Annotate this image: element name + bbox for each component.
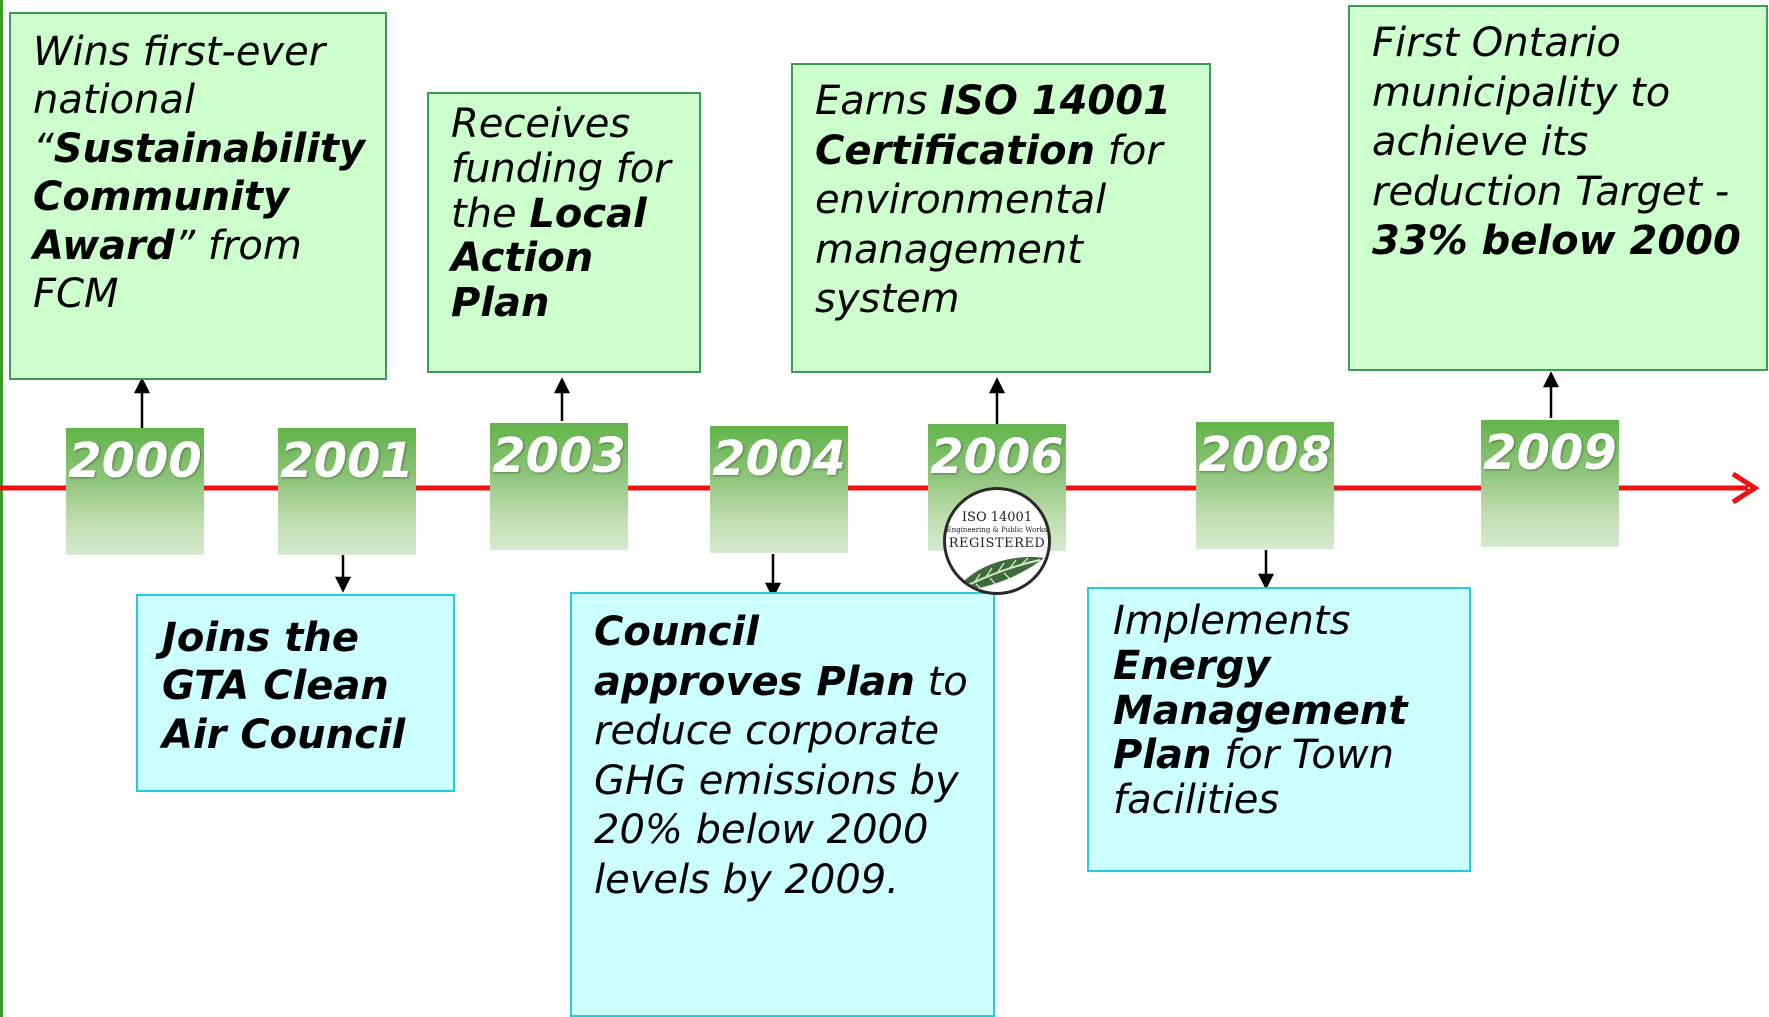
year-2004: 2004: [710, 426, 848, 553]
event-2008-text: Implements: [1113, 598, 1351, 644]
year-2003: 2003: [490, 423, 628, 550]
seal-title: ISO 14001: [961, 510, 1033, 525]
event-2003-text: Receives funding for the: [451, 101, 671, 237]
iso-14001-seal: ISO 14001 Engineering & Public Works REG…: [943, 487, 1051, 595]
year-2008: 2008: [1196, 422, 1334, 549]
event-2006-box: Earns ISO 14001 Certification for enviro…: [791, 63, 1211, 373]
event-2006-text: Earns: [815, 78, 941, 124]
year-2000: 2000: [66, 428, 204, 555]
left-accent-rule: [0, 0, 3, 1017]
event-2004-box: Council approves Plan to reduce corporat…: [570, 592, 995, 1017]
event-2008-detail: for Town facilities: [1113, 732, 1394, 824]
year-2001: 2001: [278, 428, 416, 555]
event-2008-box: Implements Energy Management Plan for To…: [1087, 587, 1471, 872]
event-2004-highlight: Council approves Plan: [594, 609, 915, 705]
event-2001-box: Joins the GTA Clean Air Council: [136, 594, 455, 792]
event-2008-highlight: Energy Management Plan: [1113, 642, 1408, 779]
event-2003-box: Receives funding for the Local Action Pl…: [427, 92, 701, 373]
seal-registered: REGISTERED: [948, 536, 1046, 551]
event-2009-text: First Ontario municipality to achieve it…: [1372, 20, 1730, 215]
year-2009: 2009: [1481, 420, 1619, 547]
event-2000-box: Wins first-ever national “Sustainability…: [9, 12, 387, 380]
event-2009-box: First Ontario municipality to achieve it…: [1348, 5, 1768, 371]
event-2001-text: Joins the GTA Clean Air Council: [162, 615, 406, 758]
event-2006-detail: for environmental management system: [815, 127, 1163, 323]
event-2006-highlight: ISO 14001 Certification: [815, 78, 1171, 174]
leaf-icon: [954, 557, 1044, 592]
event-2000-highlight: Sustainability Community Award: [33, 125, 366, 269]
timeline-arrowhead: [1731, 471, 1760, 505]
seal-department: Engineering & Public Works: [946, 526, 1048, 534]
event-2000-source: ” from FCM: [33, 222, 302, 317]
event-2004-text: to reduce corporate GHG emissions by 20%…: [594, 658, 968, 903]
event-2003-highlight: Local Action Plan: [451, 190, 647, 327]
event-2009-highlight: 33% below 2000: [1372, 218, 1741, 265]
event-2000-text: Wins first-ever national “: [33, 29, 326, 172]
